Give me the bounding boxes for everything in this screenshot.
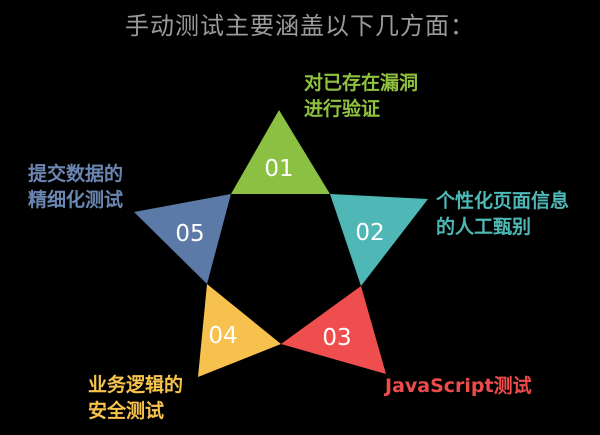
label-02-line2: 的人工甄别	[436, 216, 532, 238]
number-03: 03	[322, 325, 351, 351]
number-05: 05	[175, 221, 204, 247]
label-02: 个性化页面信息 的人工甄别	[436, 188, 569, 240]
triangle-01	[231, 110, 330, 194]
label-05-line2: 精细化测试	[28, 189, 124, 211]
label-01: 对已存在漏洞 进行验证	[304, 70, 418, 122]
label-04-line2: 安全测试	[88, 400, 165, 422]
star-point-03: 03	[281, 286, 386, 374]
label-03: JavaScript测试	[385, 373, 532, 399]
slide-title: 手动测试主要涵盖以下几方面：	[125, 12, 475, 40]
triangle-02	[330, 194, 428, 286]
label-04: 业务逻辑的 安全测试	[88, 372, 183, 424]
number-01: 01	[264, 156, 293, 182]
star-point-05: 05	[134, 194, 231, 284]
number-02: 02	[355, 220, 384, 246]
label-04-line1: 业务逻辑的	[88, 374, 184, 396]
triangle-05	[134, 194, 231, 284]
number-04: 04	[208, 323, 237, 349]
label-05: 提交数据的 精细化测试	[28, 161, 123, 213]
label-03-line1: JavaScript测试	[385, 375, 532, 397]
star-point-01: 01	[231, 110, 330, 194]
label-02-line1: 个性化页面信息	[436, 190, 570, 212]
star-point-04: 04	[198, 284, 281, 377]
label-05-line1: 提交数据的	[28, 163, 124, 185]
label-01-line1: 对已存在漏洞	[304, 72, 419, 94]
star-point-02: 02	[330, 194, 428, 286]
triangle-03	[281, 286, 386, 374]
label-01-line2: 进行验证	[304, 98, 381, 120]
triangle-04	[198, 284, 281, 377]
